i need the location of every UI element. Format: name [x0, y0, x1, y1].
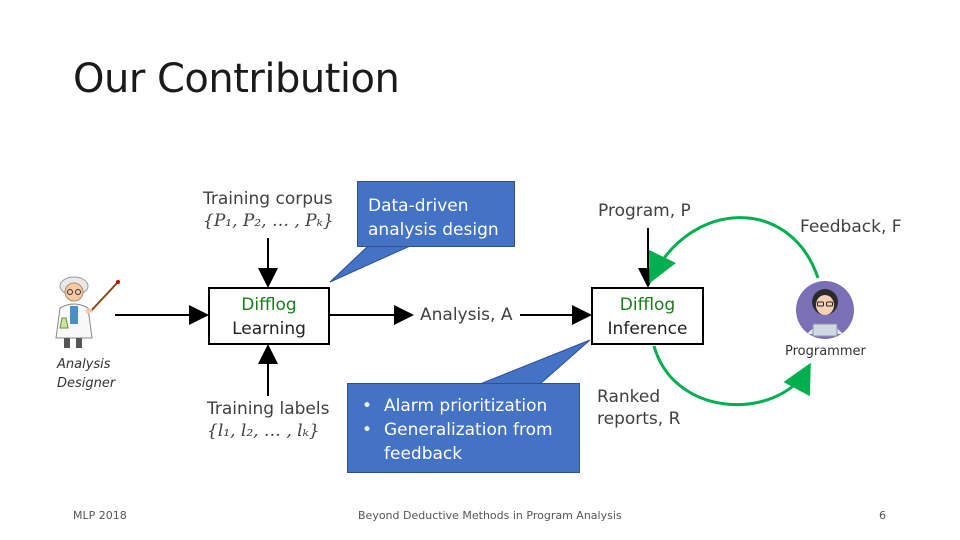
callout-top-tail [329, 245, 411, 283]
callout-bullet-1: Alarm prioritization [358, 394, 569, 418]
difflog-learning-box: Difflog Learning [208, 287, 330, 345]
training-labels-title: Training labels [207, 399, 330, 419]
training-labels-label: Training labels {l₁, l₂, … , lₖ} [207, 398, 329, 442]
training-corpus-set: {P₁, P₂, … , Pₖ} [203, 211, 334, 231]
callout-top-line2: analysis design [368, 220, 499, 240]
footer-center: Beyond Deductive Methods in Program Anal… [358, 509, 622, 522]
ranked-reports-line1: Ranked [597, 387, 661, 407]
difflog-inference-name: Difflog [619, 295, 676, 315]
arrow-feedback [649, 216, 820, 284]
programmer-label: Programmer [785, 344, 866, 359]
designer-label-line1: Analysis [57, 357, 111, 372]
program-label: Program, P [598, 201, 691, 221]
difflog-inference-mode: Inference [607, 319, 688, 339]
feedback-label: Feedback, F [800, 217, 902, 237]
callout-bullet-2-line2: feedback [384, 444, 463, 464]
designer-label-line2: Designer [57, 376, 116, 391]
callout-data-driven: Data-driven analysis design [357, 181, 515, 247]
analysis-label: Analysis, A [420, 305, 513, 325]
difflog-learning-mode: Learning [232, 319, 306, 339]
ranked-reports-line2: reports, R [597, 409, 681, 429]
training-corpus-label: Training corpus {P₁, P₂, … , Pₖ} [203, 188, 334, 232]
callout-bullet-2-line1: Generalization from [384, 420, 553, 440]
designer-label: Analysis Designer [57, 355, 115, 393]
page-number: 6 [879, 509, 886, 522]
callout-bullet-2: Generalization from feedback [358, 418, 569, 466]
training-labels-set: {l₁, l₂, … , lₖ} [207, 421, 320, 441]
slide-title: Our Contribution [73, 56, 400, 102]
programmer-icon [796, 281, 854, 339]
callout-bottom-tail [479, 339, 591, 385]
ranked-reports-label: Ranked reports, R [597, 386, 680, 430]
training-corpus-title: Training corpus [203, 189, 333, 209]
callout-benefits: Alarm prioritization Generalization from… [347, 383, 580, 473]
arrow-reports [652, 345, 811, 407]
difflog-learning-name: Difflog [241, 295, 297, 315]
difflog-inference-box: Difflog Inference [591, 287, 704, 345]
professor-icon [55, 276, 120, 348]
callout-top-line1: Data-driven [368, 196, 469, 216]
footer-left: MLP 2018 [73, 509, 127, 522]
